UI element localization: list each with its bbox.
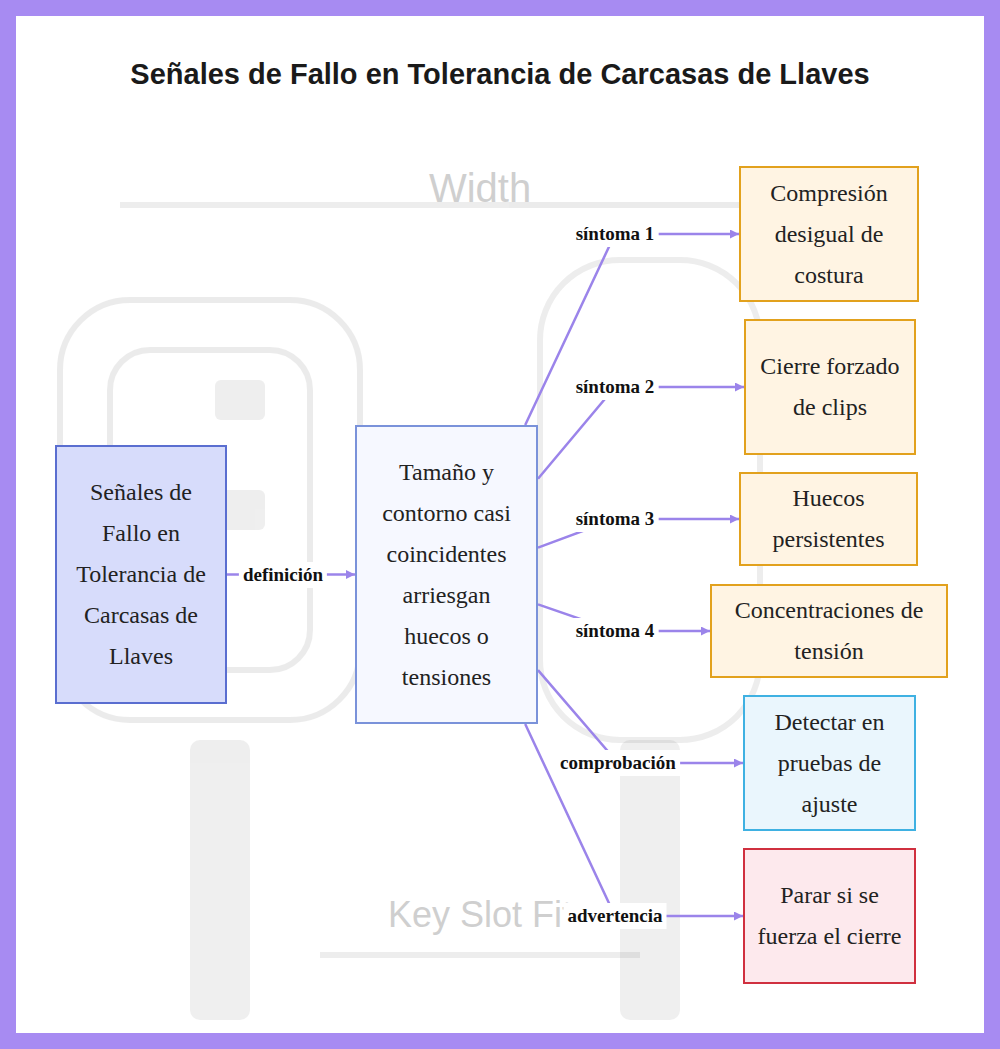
box-text: Huecos persistentes [741, 478, 916, 560]
diagram-title: Señales de Fallo en Tolerancia de Carcas… [100, 58, 900, 90]
edge-label: síntoma 3 [572, 506, 659, 532]
connector-arrow [525, 724, 743, 916]
watermark-text: Key Slot Fit [388, 894, 572, 936]
watermark-text: Width [429, 166, 531, 211]
box-content: Tamaño y contorno casi coincidentes arri… [357, 452, 536, 698]
edge-label: definición [239, 562, 327, 588]
process-box: Concentraciones de tensión [710, 584, 948, 678]
process-box: Huecos persistentes [739, 472, 918, 566]
connector-arrow [538, 387, 744, 479]
edge-label: advertencia [564, 903, 667, 929]
box-content: Huecos persistentes [741, 478, 916, 560]
box-text: Señales de Fallo en Tolerancia de Carcas… [57, 472, 225, 677]
box-content: Señales de Fallo en Tolerancia de Carcas… [57, 472, 225, 677]
box-text: Detectar en pruebas de ajuste [745, 702, 914, 825]
box-content: Detectar en pruebas de ajuste [745, 702, 914, 825]
process-box: Compresión desigual de costura [739, 166, 919, 302]
box-content: Concentraciones de tensión [712, 590, 946, 672]
process-box: Señales de Fallo en Tolerancia de Carcas… [55, 445, 227, 704]
box-content: Cierre forzado de clips [746, 346, 914, 428]
box-text: Concentraciones de tensión [712, 590, 946, 672]
box-text: Parar si se fuerza el cierre [745, 875, 914, 957]
box-text: Compresión desigual de costura [741, 173, 917, 296]
edge-label: síntoma 1 [572, 221, 659, 247]
edge-label: síntoma 4 [572, 618, 659, 644]
process-box: Parar si se fuerza el cierre [743, 848, 916, 984]
process-box: Cierre forzado de clips [744, 319, 916, 455]
edge-label: comprobación [556, 750, 680, 776]
process-box: Tamaño y contorno casi coincidentes arri… [355, 425, 538, 724]
box-text: Tamaño y contorno casi coincidentes arri… [357, 452, 536, 698]
box-text: Cierre forzado de clips [746, 346, 914, 428]
process-box: Detectar en pruebas de ajuste [743, 695, 916, 831]
box-content: Compresión desigual de costura [741, 173, 917, 296]
connector-arrow [525, 234, 739, 425]
edge-label: síntoma 2 [572, 374, 659, 400]
box-content: Parar si se fuerza el cierre [745, 875, 914, 957]
